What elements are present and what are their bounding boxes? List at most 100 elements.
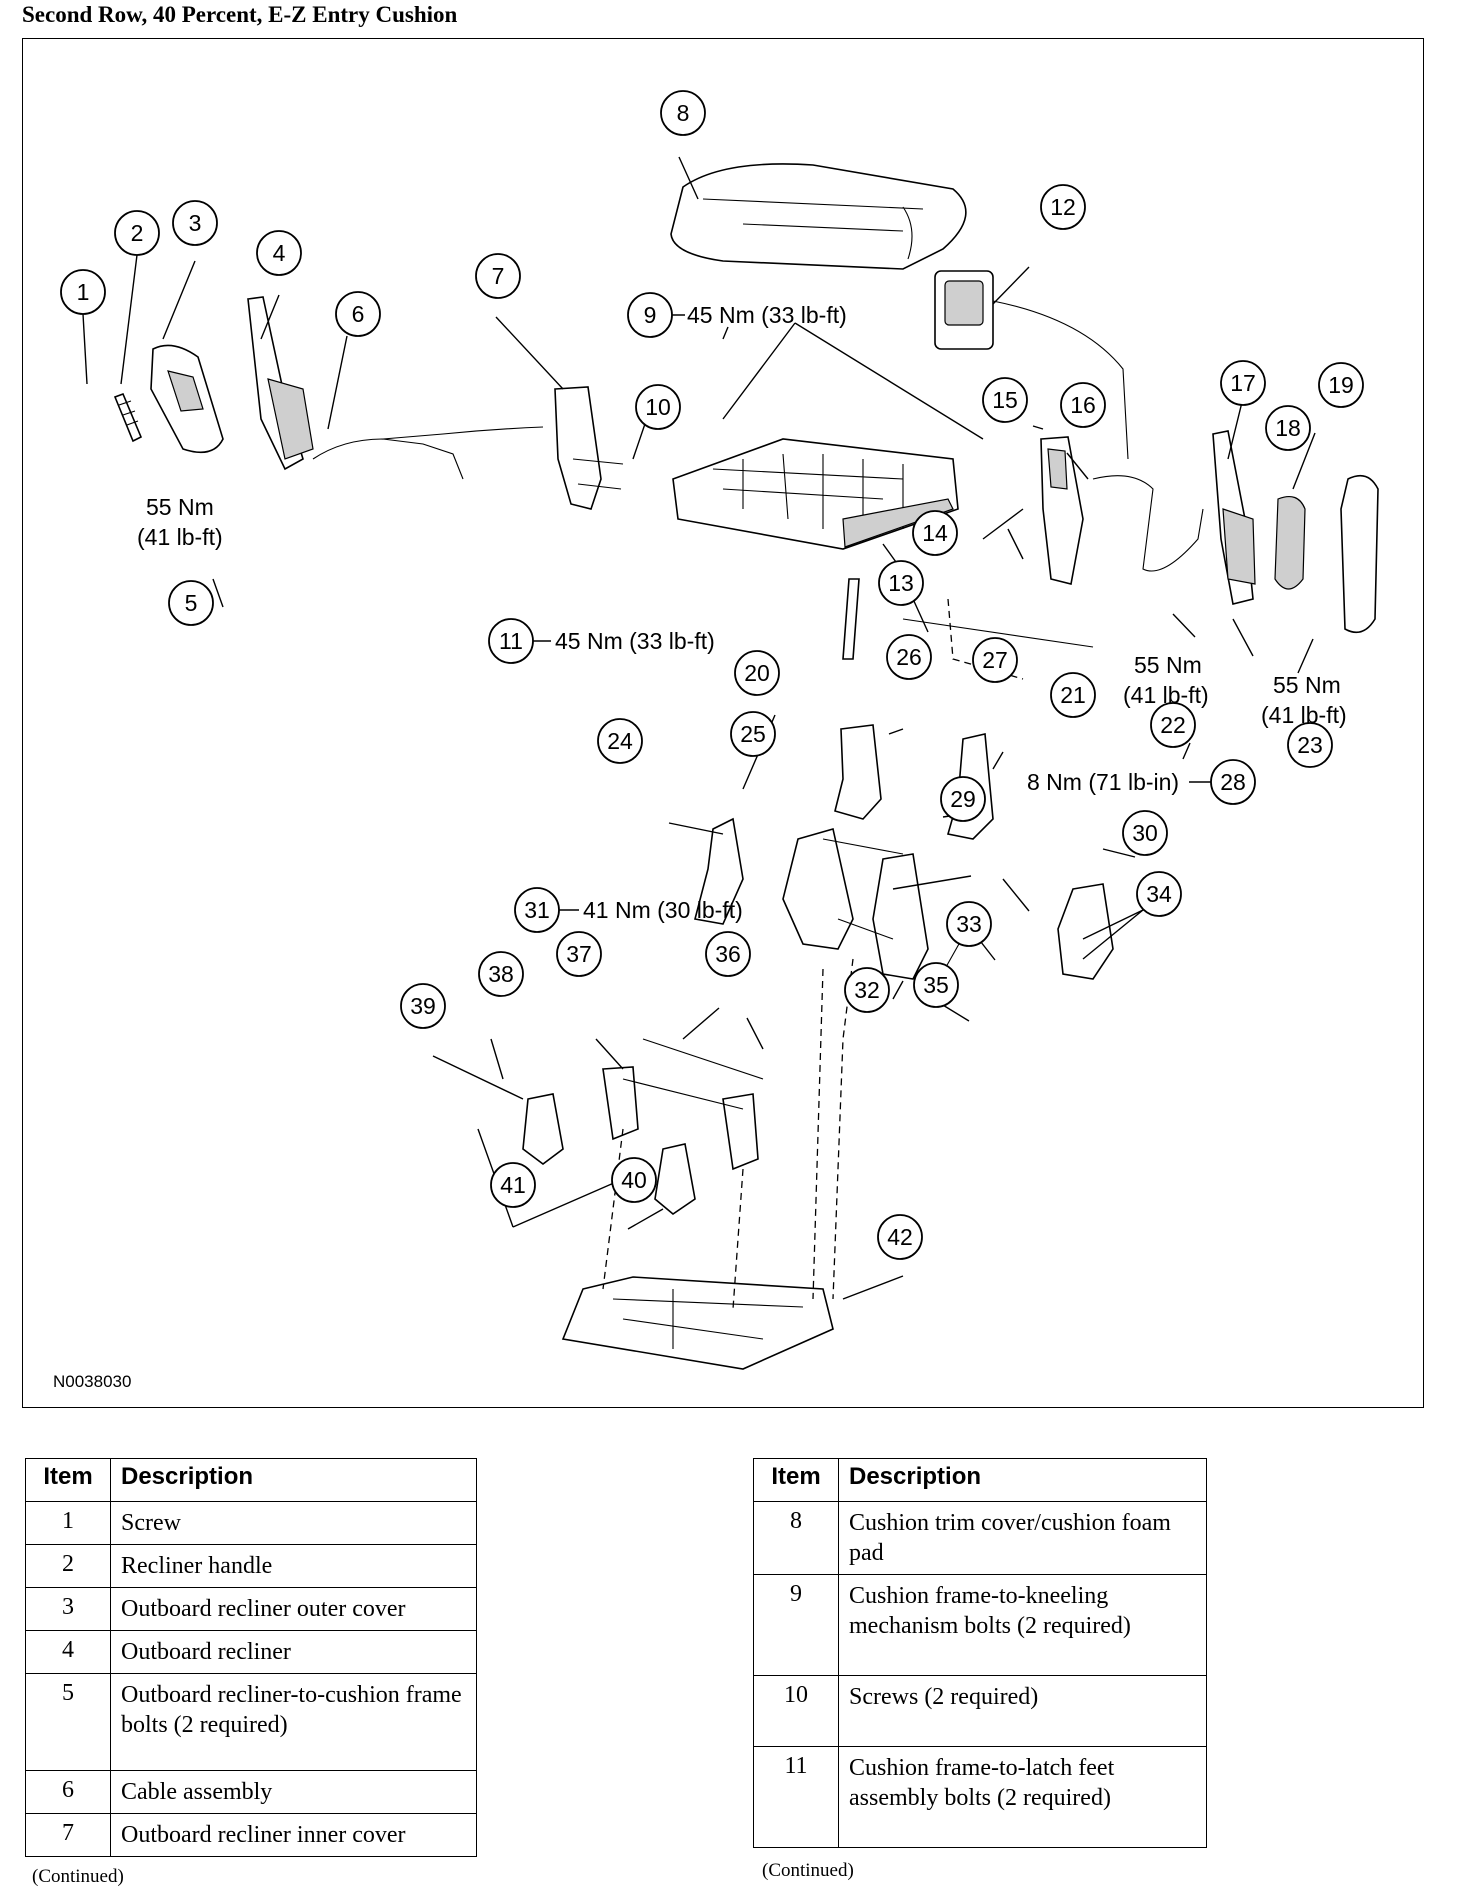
callout-32: 32 [844,967,890,1013]
callout-30: 30 [1122,810,1168,856]
callout-36: 36 [705,931,751,977]
inboard-bracket-part [1040,436,1084,585]
callout-38: 38 [478,951,524,997]
callout-13: 13 [878,560,924,606]
callout-1: 1 [60,269,106,315]
table-header-item: Item [25,1458,111,1502]
svg-text:36: 36 [715,941,741,967]
svg-text:33: 33 [956,911,982,937]
callout-39: 39 [400,983,446,1029]
latch-foot-25-part [834,724,882,820]
table-header-description: Description [838,1458,1207,1502]
cable-assembly-part [312,426,544,480]
torque-11: 45 Nm (33 lb-ft) [555,628,715,654]
svg-text:14: 14 [922,520,948,546]
callout-2: 2 [114,210,160,256]
svg-text:5: 5 [185,590,198,616]
svg-text:19: 19 [1328,372,1354,398]
svg-text:29: 29 [950,786,976,812]
callout-31: 31 [514,887,560,933]
callout-7: 7 [475,253,521,299]
exploded-view-diagram: 1 2 3 4 5 6 7 8 9 10 11 12 13 14 15 16 1… [22,38,1424,1408]
svg-text:9: 9 [644,302,657,328]
svg-text:39: 39 [410,993,436,1019]
kneeling-mechanism-part [782,827,929,980]
svg-text:42: 42 [887,1224,913,1250]
callout-11: 11 [488,618,534,664]
svg-text:41: 41 [500,1172,526,1198]
seat-base-part [561,1276,834,1370]
svg-text:25: 25 [740,721,766,747]
svg-text:13: 13 [888,570,914,596]
callout-23: 23 [1287,722,1333,768]
torque-28: 8 Nm (71 lb-in) [1027,769,1179,795]
torque-9: 45 Nm (33 lb-ft) [687,302,847,328]
svg-text:7: 7 [492,263,505,289]
callout-40: 40 [611,1157,657,1203]
callout-24: 24 [597,718,643,764]
svg-text:11: 11 [499,628,523,654]
svg-text:30: 30 [1132,820,1158,846]
svg-text:38: 38 [488,961,514,987]
svg-text:40: 40 [621,1167,647,1193]
torque-31: 41 Nm (30 lb-ft) [583,897,743,923]
recliner-cover-part [150,344,224,454]
svg-text:4: 4 [273,240,286,266]
svg-text:24: 24 [607,728,633,754]
figure-id: N0038030 [53,1372,131,1391]
svg-text:6: 6 [352,301,365,327]
callout-35: 35 [913,962,959,1008]
svg-text:3: 3 [189,210,202,236]
svg-text:27: 27 [982,647,1008,673]
torque-23-lbft: (41 lb-ft) [1261,702,1347,728]
cushion-pad-part [670,163,967,270]
recliner-part [247,296,314,471]
table-header-description: Description [110,1458,477,1502]
callout-28: 28 [1210,759,1256,805]
svg-text:32: 32 [854,977,880,1003]
svg-text:20: 20 [744,660,770,686]
svg-text:26: 26 [896,644,922,670]
callout-42: 42 [877,1214,923,1260]
svg-text:8: 8 [677,100,690,126]
svg-text:16: 16 [1070,392,1096,418]
callout-25: 25 [730,711,776,757]
callout-17: 17 [1220,360,1266,406]
svg-text:23: 23 [1297,732,1323,758]
callout-6: 6 [335,291,381,337]
inner-cover-part [554,386,624,510]
svg-text:22: 22 [1160,712,1186,738]
svg-text:1: 1 [77,279,90,305]
page-title: Second Row, 40 Percent, E-Z Entry Cushio… [22,2,458,27]
callout-12: 12 [1040,184,1086,230]
svg-text:2: 2 [131,220,144,246]
callout-41: 41 [490,1162,536,1208]
callout-26: 26 [886,634,932,680]
callout-37: 37 [556,931,602,977]
torque-dash-leaders [533,314,1211,911]
svg-text:37: 37 [566,941,592,967]
torque-5-lbft: (41 lb-ft) [137,524,223,550]
torque-22-lbft: (41 lb-ft) [1123,682,1209,708]
svg-text:12: 12 [1050,194,1076,220]
callout-3: 3 [172,200,218,246]
svg-text:34: 34 [1146,881,1172,907]
svg-text:17: 17 [1230,370,1256,396]
table-header-item: Item [753,1458,839,1502]
svg-text:31: 31 [524,897,550,923]
callout-33: 33 [946,901,992,947]
callout-27: 27 [972,637,1018,683]
callout-29: 29 [940,776,986,822]
torque-23-nm: 55 Nm [1273,672,1341,698]
